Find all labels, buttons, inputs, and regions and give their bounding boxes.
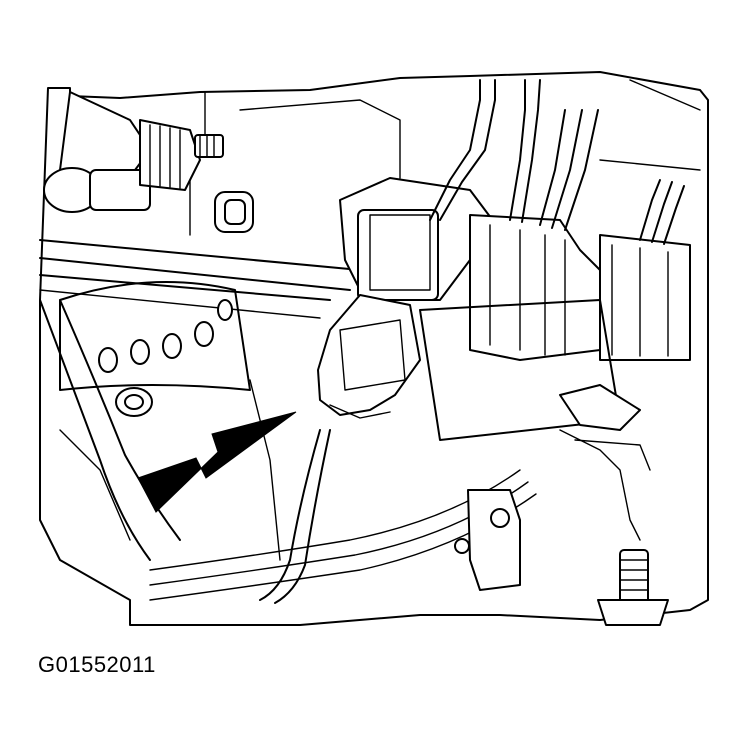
figure-code: G01552011 bbox=[38, 652, 156, 677]
hose bbox=[39, 299, 181, 561]
harness-clip bbox=[559, 384, 651, 471]
connector-bank bbox=[339, 177, 691, 441]
pointer-arrow bbox=[137, 411, 297, 513]
wiring-harness-connector bbox=[317, 294, 421, 419]
wires bbox=[429, 79, 685, 245]
reluctor-ring bbox=[59, 281, 251, 391]
engine-block-outline bbox=[39, 71, 709, 626]
stud-bolt bbox=[597, 549, 669, 626]
mounting-boss bbox=[214, 191, 254, 233]
bolt bbox=[115, 387, 153, 417]
mounting-bracket bbox=[454, 489, 521, 591]
temperature-sensor bbox=[43, 91, 224, 213]
